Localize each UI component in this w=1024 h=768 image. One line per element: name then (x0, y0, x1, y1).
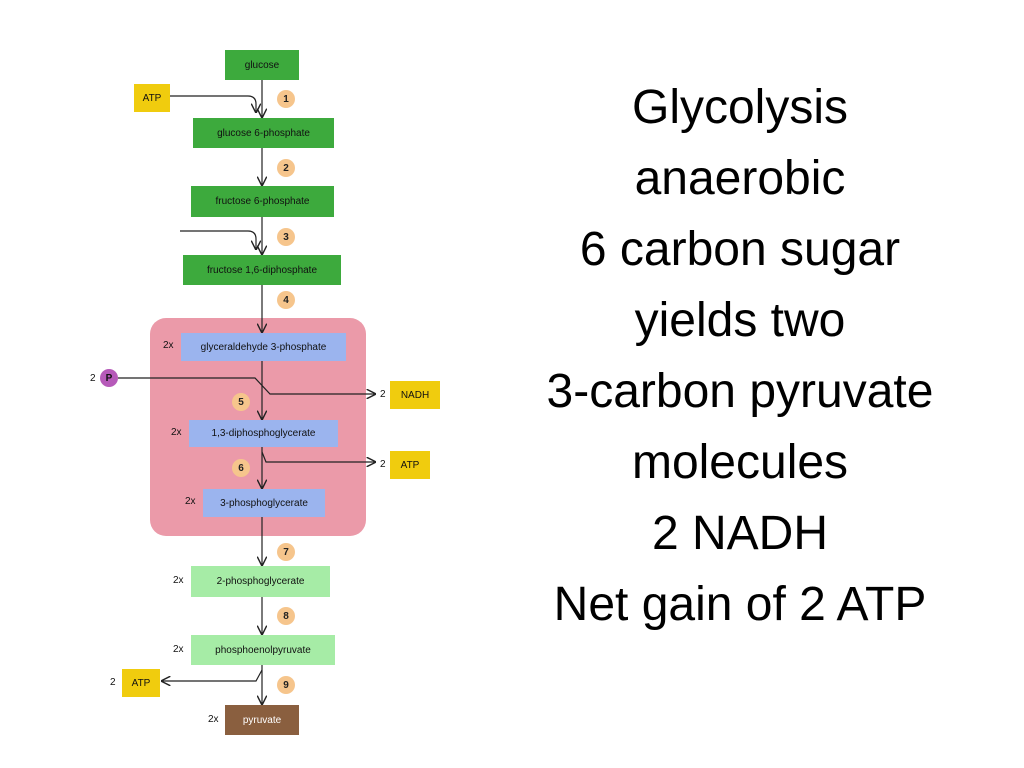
summary-line-3: 6 carbon sugar (579, 223, 901, 276)
step-2-badge: 2 (277, 159, 295, 177)
fructose-6-phosphate-box: fructose 6-phosphate (191, 186, 334, 217)
step-3-badge: 3 (277, 228, 295, 246)
atp-in-step-1 (170, 95, 256, 112)
multiplier-g3p: 2x (163, 340, 174, 351)
atp-out-step-9 (162, 669, 263, 681)
phosphate-icon: P (100, 369, 118, 387)
phosphate-count: 2 (90, 373, 96, 384)
multiplier-dpg13: 2x (171, 427, 182, 438)
atp-box-output-6: ATP (390, 451, 430, 479)
step-8-badge: 8 (277, 607, 295, 625)
nadh-box: NADH (390, 381, 440, 409)
summary-line-7: 2 NADH (651, 507, 829, 560)
3-phosphoglycerate-box: 3-phosphoglycerate (203, 489, 325, 517)
glucose-box: glucose (225, 50, 299, 80)
step-7-badge: 7 (277, 543, 295, 561)
summary-line-2: anaerobic (634, 152, 846, 205)
pyruvate-box: pyruvate (225, 705, 299, 735)
glyceraldehyde-3-phosphate-box: glyceraldehyde 3-phosphate (181, 333, 346, 361)
multiplier-pg3: 2x (185, 496, 196, 507)
fructose-1-6-diphosphate-box: fructose 1,6-diphosphate (183, 255, 341, 285)
atp-count-6: 2 (380, 459, 386, 470)
atp-out-step-6 (261, 451, 375, 462)
atp-box-input-1: ATP (134, 84, 170, 112)
step-1-badge: 1 (277, 90, 295, 108)
atp-in-step-3 (180, 230, 256, 249)
nadh-count: 2 (380, 389, 386, 400)
multiplier-pep: 2x (173, 644, 184, 655)
phosphoenolpyruvate-box: phosphoenolpyruvate (191, 635, 335, 665)
1-3-diphosphoglycerate-box: 1,3-diphosphoglycerate (189, 420, 338, 447)
multiplier-pg2: 2x (173, 575, 184, 586)
2-phosphoglycerate-box: 2-phosphoglycerate (191, 566, 330, 597)
step-6-badge: 6 (232, 459, 250, 477)
summary-line-5: 3-carbon pyruvate (546, 365, 934, 418)
summary-line-1: Glycolysis (631, 81, 849, 134)
summary-line-4: yields two (634, 294, 846, 347)
summary-text: Glycolysis anaerobic 6 carbon sugar yiel… (470, 72, 1010, 640)
glucose-6-phosphate-box: glucose 6-phosphate (193, 118, 334, 148)
atp-box-output-9: ATP (122, 669, 160, 697)
atp-count-9: 2 (110, 677, 116, 688)
phosphate-in-step-5 (118, 377, 375, 394)
step-5-badge: 5 (232, 393, 250, 411)
summary-line-8: Net gain of 2 ATP (553, 578, 927, 631)
step-4-badge: 4 (277, 291, 295, 309)
step-9-badge: 9 (277, 676, 295, 694)
summary-line-6: molecules (631, 436, 849, 489)
multiplier-pyruvate: 2x (208, 714, 219, 725)
